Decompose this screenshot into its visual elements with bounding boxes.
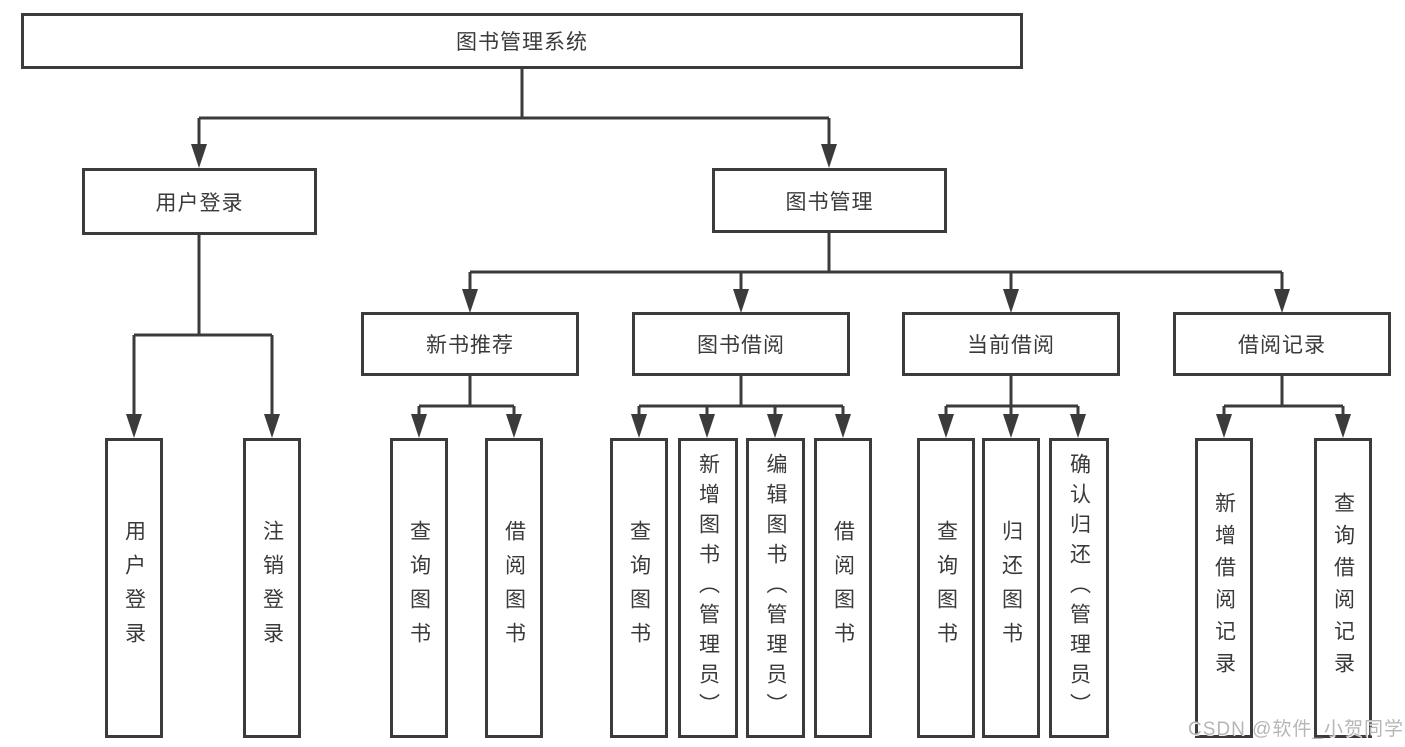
leaf-current-confirm-return-admin: 确认归还（管理员） (1049, 438, 1109, 738)
node-label: 借阅记录 (1238, 334, 1326, 357)
node-book-management: 图书管理 (712, 168, 947, 233)
arrow-down-icon (835, 414, 851, 438)
node-label: 图书管理 (785, 190, 874, 214)
node-label: 归还图书 (999, 520, 1023, 656)
node-label: 查询图书 (934, 520, 958, 656)
arrow-down-icon (264, 414, 280, 438)
node-book-borrowing: 图书借阅 (632, 312, 850, 376)
node-label: 用户登录 (155, 191, 244, 215)
node-label: 图书管理系统 (456, 31, 588, 54)
arrow-down-icon (411, 414, 427, 438)
arrow-down-icon (733, 289, 749, 313)
node-label: 新增借阅记录 (1212, 492, 1236, 684)
node-borrowing-records: 借阅记录 (1173, 312, 1391, 376)
node-label: 新增图书（管理员） (696, 453, 720, 723)
arrow-down-icon (1216, 414, 1232, 438)
leaf-logout: 注销登录 (243, 438, 301, 738)
leaf-records-add-record: 新增借阅记录 (1195, 438, 1253, 738)
csdn-watermark: CSDN @软件_小贺同学 (1188, 719, 1404, 740)
arrow-down-icon (938, 414, 954, 438)
arrow-down-icon (631, 414, 647, 438)
arrow-down-icon (462, 289, 478, 313)
node-current-borrowing: 当前借阅 (902, 312, 1120, 376)
arrow-down-icon (1335, 414, 1351, 438)
arrow-down-icon (191, 144, 207, 168)
leaf-recommend-borrow-books: 借阅图书 (485, 438, 543, 738)
leaf-records-query-record: 查询借阅记录 (1314, 438, 1372, 738)
arrow-down-icon (506, 414, 522, 438)
node-new-book-recommend: 新书推荐 (361, 312, 579, 376)
node-label: 注销登录 (260, 520, 284, 656)
arrow-down-icon (821, 144, 837, 168)
node-label: 新书推荐 (426, 334, 514, 357)
leaf-recommend-query-books: 查询图书 (390, 438, 448, 738)
node-label: 图书借阅 (697, 334, 785, 357)
node-label: 编辑图书（管理员） (764, 453, 787, 723)
node-label: 确认归还（管理员） (1067, 453, 1091, 723)
arrow-down-icon (1070, 414, 1086, 438)
arrow-down-icon (126, 414, 142, 438)
leaf-current-query-books: 查询图书 (917, 438, 975, 738)
leaf-borrowing-edit-books-admin: 编辑图书（管理员） (746, 438, 805, 738)
node-library-management-system: 图书管理系统 (21, 13, 1023, 69)
arrow-down-icon (1003, 414, 1019, 438)
node-label: 用户登录 (122, 520, 146, 656)
leaf-borrowing-query-books: 查询图书 (610, 438, 668, 738)
node-label: 借阅图书 (831, 520, 855, 656)
node-user-login: 用户登录 (82, 168, 317, 235)
leaf-borrowing-borrow-books: 借阅图书 (814, 438, 872, 738)
leaf-user-login: 用户登录 (105, 438, 163, 738)
arrow-down-icon (699, 414, 715, 438)
arrow-down-icon (767, 414, 783, 438)
leaf-current-return-books: 归还图书 (982, 438, 1040, 738)
node-label: 当前借阅 (967, 334, 1055, 357)
arrow-down-icon (1274, 289, 1290, 313)
node-label: 查询图书 (627, 520, 651, 656)
node-label: 借阅图书 (502, 520, 526, 656)
node-label: 查询借阅记录 (1331, 492, 1355, 684)
arrow-down-icon (1003, 289, 1019, 313)
node-label: 查询图书 (407, 520, 431, 656)
leaf-borrowing-add-books-admin: 新增图书（管理员） (678, 438, 738, 738)
